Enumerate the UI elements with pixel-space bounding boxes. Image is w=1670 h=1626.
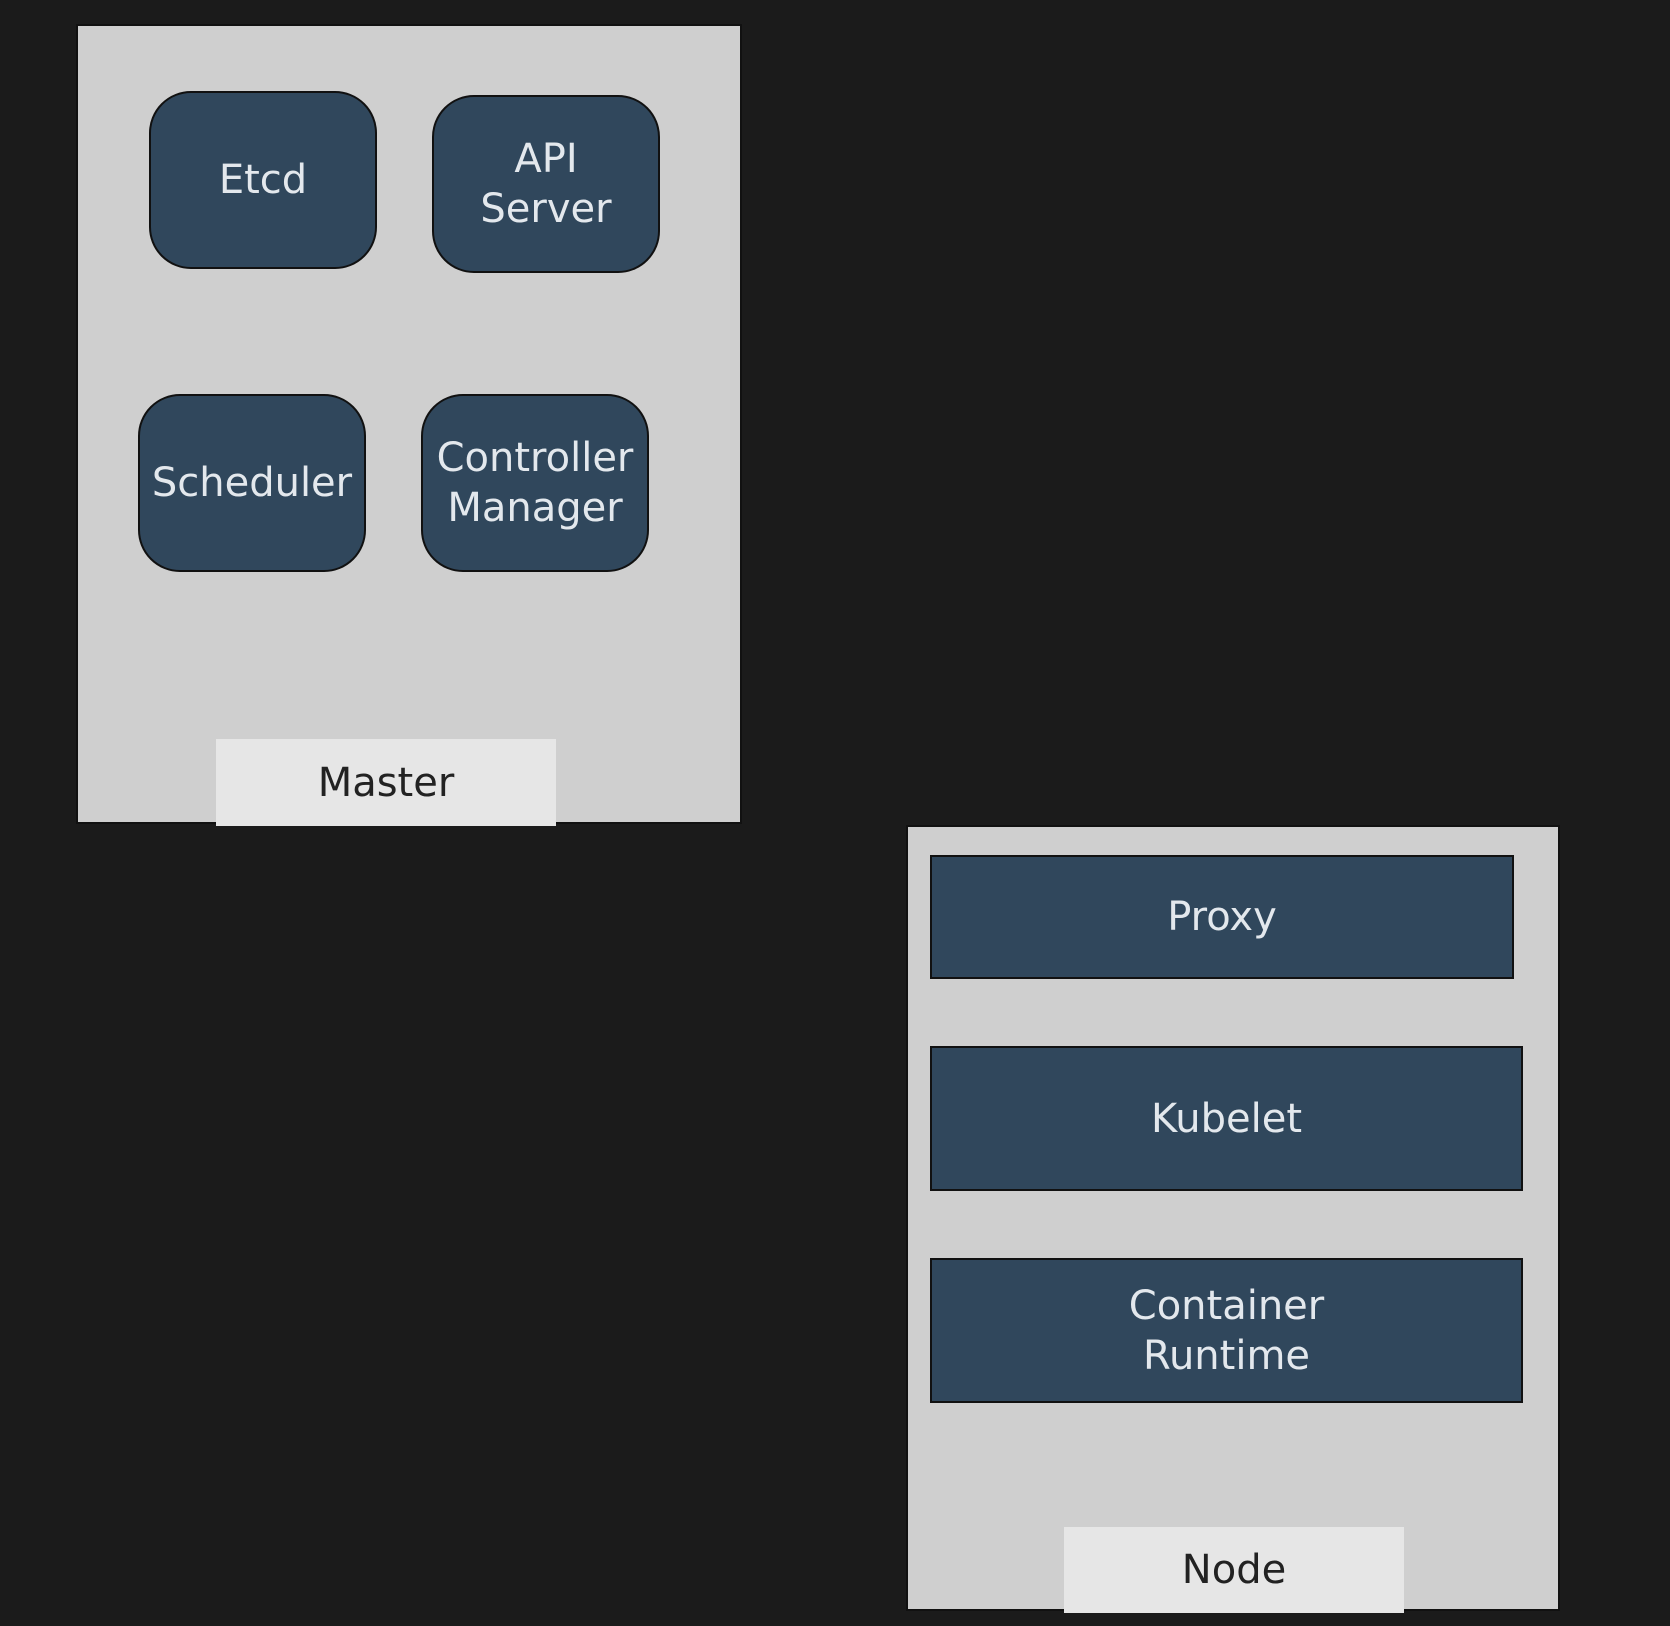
controller-manager-component: Controller Manager — [421, 394, 649, 572]
master-label: Master — [317, 759, 455, 806]
container-runtime-label: Container Runtime — [1128, 1282, 1325, 1379]
node-panel: Proxy Kubelet Container Runtime Node — [906, 825, 1560, 1613]
kubelet-label: Kubelet — [1151, 1095, 1302, 1142]
etcd-label: Etcd — [218, 157, 308, 203]
controller-manager-label: Controller Manager — [436, 435, 634, 531]
master-panel: Etcd API Server Scheduler Controller Man… — [76, 24, 742, 826]
kubelet-component: Kubelet — [930, 1046, 1523, 1191]
master-tag: Master — [216, 739, 556, 826]
api-server-component: API Server — [432, 95, 660, 273]
node-label: Node — [1181, 1547, 1287, 1593]
scheduler-label: Scheduler — [151, 460, 353, 506]
proxy-component: Proxy — [930, 855, 1514, 979]
api-server-label: API Server — [480, 136, 612, 232]
container-runtime-component: Container Runtime — [930, 1258, 1523, 1403]
etcd-component: Etcd — [149, 91, 377, 269]
proxy-label: Proxy — [1167, 894, 1277, 940]
scheduler-component: Scheduler — [138, 394, 366, 572]
node-tag: Node — [1064, 1527, 1404, 1613]
